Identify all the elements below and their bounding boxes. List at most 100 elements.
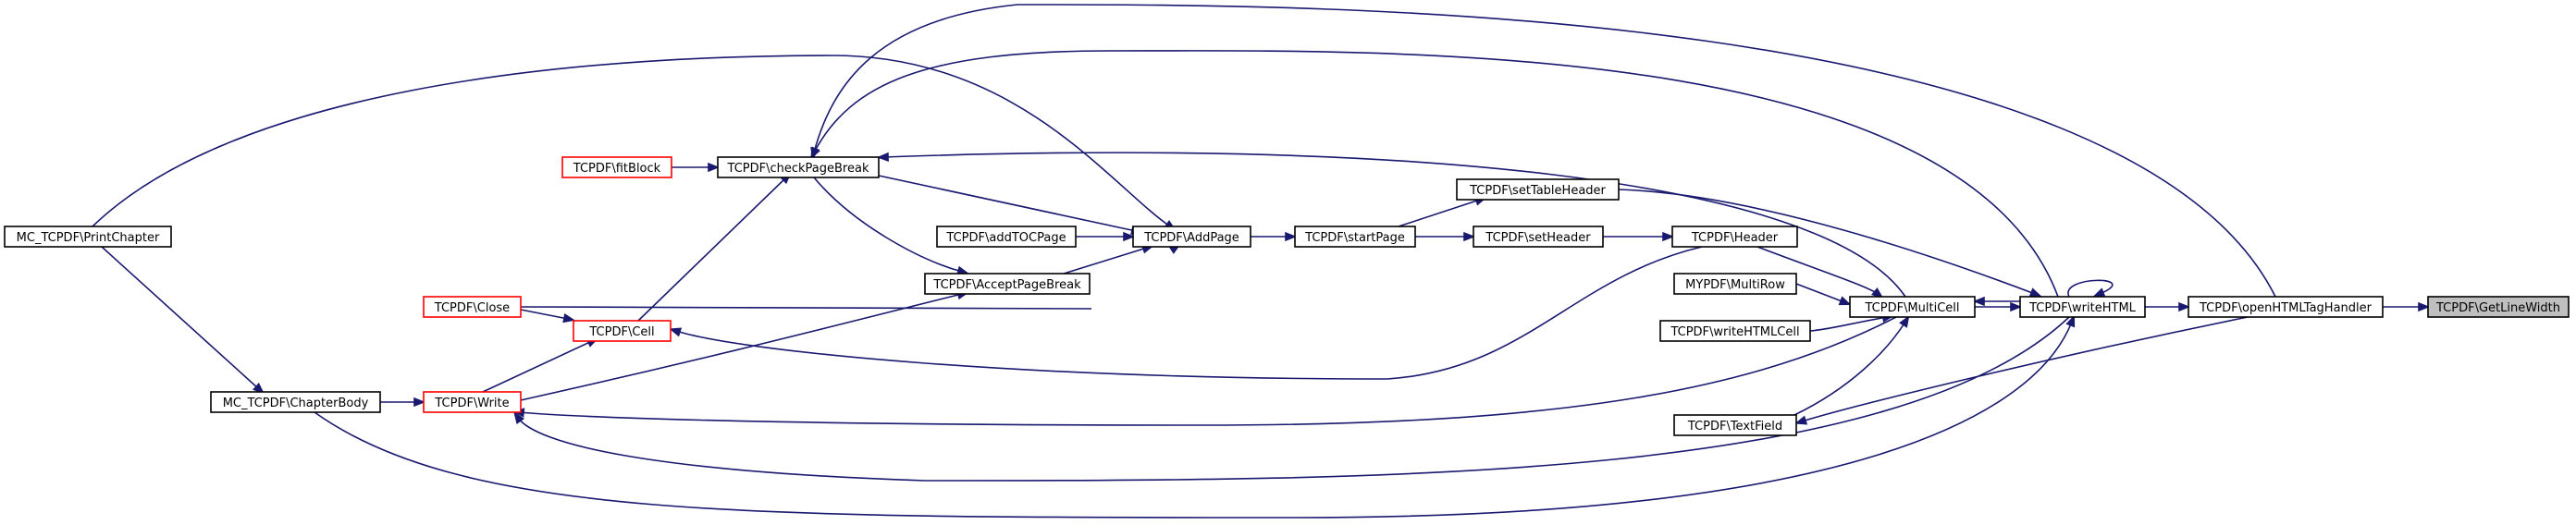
edge-line xyxy=(519,316,1897,426)
arrowhead-icon xyxy=(810,147,820,160)
arrowhead-icon xyxy=(562,312,576,324)
node-tcpdf-openhtmltaghandler[interactable]: TCPDF\openHTMLTagHandler xyxy=(2188,296,2384,318)
edge-line xyxy=(1063,247,1148,275)
node-label: TCPDF\Close xyxy=(434,301,510,315)
edge-mc-tcpdf-printchapter-to-mc-tcpdf-chapterbody xyxy=(101,246,265,395)
edge-tcpdf-textfield-to-tcpdf-multicell xyxy=(1793,315,1910,416)
edge-tcpdf-writehtml-to-tcpdf-writehtml xyxy=(2067,279,2114,298)
edge-line xyxy=(813,177,963,273)
node-tcpdf-checkpagebreak[interactable]: TCPDF\checkPageBreak xyxy=(717,156,880,178)
arrowhead-icon xyxy=(2418,301,2431,312)
node-label: TCPDF\setTableHeader xyxy=(1469,184,1606,198)
arrowhead-icon xyxy=(669,327,683,337)
edge-tcpdf-writehtml-to-tcpdf-write xyxy=(513,316,2070,482)
arrowhead-icon xyxy=(2092,287,2106,298)
edge-tcpdf-openhtmltaghandler-to-tcpdf-checkpagebreak xyxy=(810,4,2276,298)
edge-line xyxy=(520,309,569,320)
edge-tcpdf-close-to-tcpdf-cell xyxy=(520,309,576,324)
node-label: MYPDF\MultiRow xyxy=(1685,278,1785,292)
edge-mc-tcpdf-printchapter-to-tcpdf-addpage xyxy=(92,55,1177,231)
edge-mc-tcpdf-chapterbody-to-tcpdf-writehtml xyxy=(314,314,2076,519)
edge-line xyxy=(1398,199,1481,227)
node-tcpdf-write[interactable]: TCPDF\Write xyxy=(423,391,522,413)
edge-mypdf-multirow-to-tcpdf-multicell xyxy=(1795,283,1852,306)
node-tcpdf-textfield[interactable]: TCPDF\TextField xyxy=(1673,414,1797,436)
edge-tcpdf-cell-to-tcpdf-checkpagebreak xyxy=(637,172,792,322)
node-label: TCPDF\writeHTMLCell xyxy=(1670,325,1799,339)
arrowhead-icon xyxy=(1285,231,1298,242)
node-label: TCPDF\Write xyxy=(434,397,509,410)
node-tcpdf-getlinewidth[interactable]: TCPDF\GetLineWidth xyxy=(2427,296,2570,318)
arrowhead-icon xyxy=(2178,301,2191,312)
edge-tcpdf-header-to-tcpdf-cell xyxy=(669,246,1703,380)
edge-tcpdf-write-to-tcpdf-cell xyxy=(482,337,599,393)
node-mc-tcpdf-chapterbody[interactable]: MC_TCPDF\ChapterBody xyxy=(210,391,381,413)
arrowhead-icon xyxy=(2010,301,2023,312)
edge-line xyxy=(520,306,1092,310)
node-label: MC_TCPDF\ChapterBody xyxy=(223,397,369,410)
call-graph-edges xyxy=(92,4,2431,519)
edge-line xyxy=(2067,279,2114,298)
node-tcpdf-multicell[interactable]: TCPDF\MultiCell xyxy=(1849,296,1976,318)
arrowhead-icon xyxy=(2028,287,2042,298)
edge-line xyxy=(520,293,963,401)
arrowhead-icon xyxy=(513,411,525,424)
node-tcpdf-startpage[interactable]: TCPDF\startPage xyxy=(1294,226,1416,248)
edge-line xyxy=(637,177,787,322)
edge-line xyxy=(813,4,2276,298)
edge-tcpdf-setheader-to-tcpdf-header xyxy=(1603,231,1675,242)
node-tcpdf-writehtmlcell[interactable]: TCPDF\writeHTMLCell xyxy=(1659,320,1811,342)
edge-tcpdf-multicell-to-tcpdf-checkpagebreak xyxy=(876,152,1906,298)
edge-line xyxy=(1801,316,2249,422)
node-tcpdf-setheader[interactable]: TCPDF\setHeader xyxy=(1473,226,1604,248)
node-label: TCPDF\addTOCPage xyxy=(945,231,1066,245)
edge-tcpdf-writehtml-to-tcpdf-openhtmltaghandler xyxy=(2145,301,2191,312)
node-tcpdf-close[interactable]: TCPDF\Close xyxy=(423,296,522,318)
edge-tcpdf-openhtmltaghandler-to-tcpdf-getlinewidth xyxy=(2383,301,2431,312)
node-tcpdf-settableheader[interactable]: TCPDF\setTableHeader xyxy=(1456,178,1620,201)
edge-line xyxy=(813,50,2059,298)
node-mypdf-multirow[interactable]: MYPDF\MultiRow xyxy=(1673,273,1797,295)
edge-tcpdf-acceptpagebreak-to-tcpdf-addpage xyxy=(1063,244,1154,275)
node-label: TCPDF\Header xyxy=(1691,231,1779,245)
edge-tcpdf-openhtmltaghandler-to-tcpdf-textfield xyxy=(1794,316,2249,425)
node-label: TCPDF\AcceptPageBreak xyxy=(932,278,1081,292)
node-tcpdf-header[interactable]: TCPDF\Header xyxy=(1671,226,1798,248)
arrowhead-icon xyxy=(1794,415,1808,425)
edge-tcpdf-writehtml-to-tcpdf-checkpagebreak xyxy=(810,50,2059,298)
edge-tcpdf-startpage-to-tcpdf-setheader xyxy=(1415,231,1476,242)
edge-line xyxy=(482,340,593,393)
edge-tcpdf-addtocpage-to-tcpdf-addpage xyxy=(1076,231,1136,242)
edge-line xyxy=(1809,316,1888,332)
arrowhead-icon xyxy=(876,152,889,163)
node-label: TCPDF\TextField xyxy=(1687,420,1782,433)
edge-tcpdf-addpage-to-tcpdf-startpage xyxy=(1251,231,1298,242)
node-label: TCPDF\checkPageBreak xyxy=(727,162,869,176)
node-label: TCPDF\startPage xyxy=(1304,231,1405,245)
node-tcpdf-addtocpage[interactable]: TCPDF\addTOCPage xyxy=(936,226,1077,248)
node-label: TCPDF\writeHTML xyxy=(2028,301,2137,315)
edge-tcpdf-fitblock-to-tcpdf-checkpagebreak xyxy=(672,162,721,173)
arrowhead-icon xyxy=(1463,231,1476,242)
node-label: TCPDF\AddPage xyxy=(1143,231,1239,245)
edge-line xyxy=(1795,283,1845,303)
node-mc-tcpdf-printchapter[interactable]: MC_TCPDF\PrintChapter xyxy=(4,226,172,248)
edge-line xyxy=(675,246,1703,380)
node-tcpdf-addpage[interactable]: TCPDF\AddPage xyxy=(1132,226,1251,248)
edge-line xyxy=(1793,321,1906,416)
node-label: TCPDF\fitBlock xyxy=(573,162,661,176)
node-label: TCPDF\setHeader xyxy=(1485,231,1591,245)
node-tcpdf-cell[interactable]: TCPDF\Cell xyxy=(573,320,672,342)
edge-tcpdf-multicell-to-tcpdf-writehtml xyxy=(1975,301,2023,312)
call-graph-nodes: TCPDF\GetLineWidth TCPDF\openHTMLTagHand… xyxy=(4,156,2570,436)
node-label: TCPDF\openHTMLTagHandler xyxy=(2199,301,2373,315)
node-tcpdf-writehtml[interactable]: TCPDF\writeHTML xyxy=(2019,296,2146,318)
edge-mc-tcpdf-chapterbody-to-tcpdf-write xyxy=(380,397,426,408)
arrowhead-icon xyxy=(1972,296,1985,307)
node-tcpdf-fitblock[interactable]: TCPDF\fitBlock xyxy=(561,156,672,178)
edge-line xyxy=(92,55,1171,227)
node-tcpdf-acceptpagebreak[interactable]: TCPDF\AcceptPageBreak xyxy=(924,273,1091,295)
arrowhead-icon xyxy=(1123,231,1136,242)
arrowhead-icon xyxy=(413,397,426,408)
